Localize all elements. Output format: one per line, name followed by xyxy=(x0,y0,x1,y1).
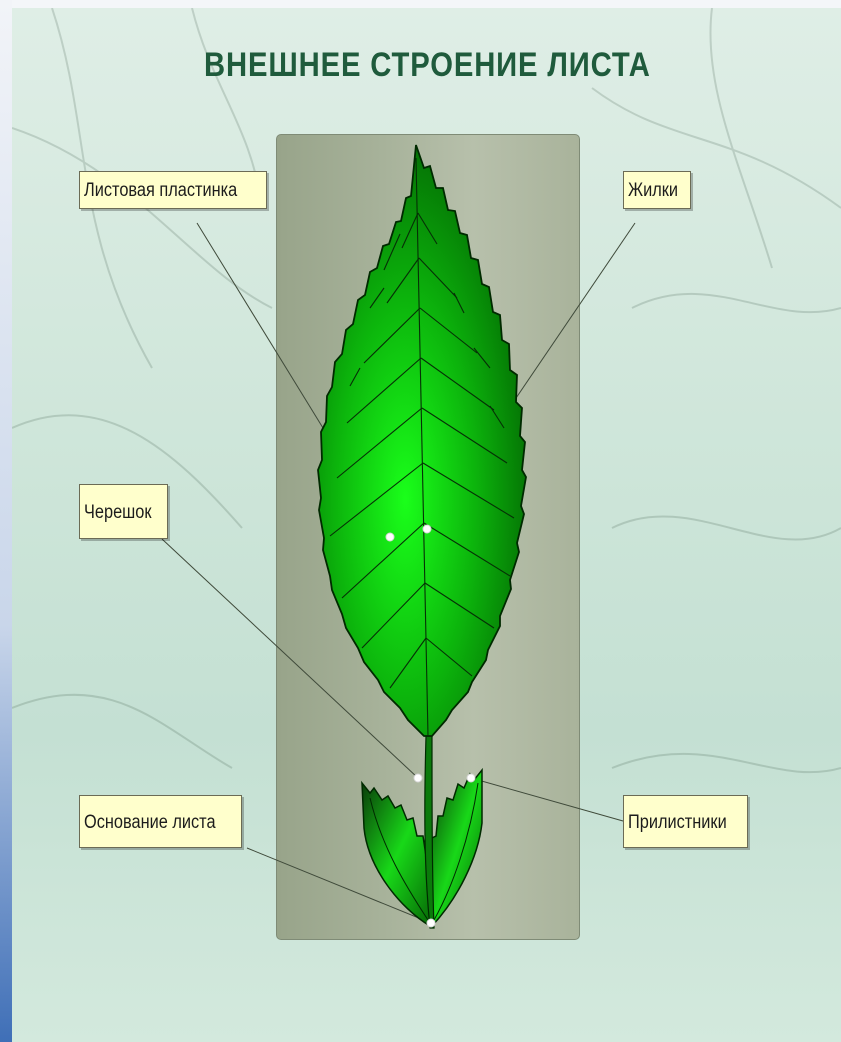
marker-stipules xyxy=(467,774,475,782)
label-veins: Жилки xyxy=(623,171,691,209)
marker-base xyxy=(427,919,435,927)
slide-top-strip xyxy=(12,0,841,8)
marker-veins xyxy=(423,525,431,533)
slide-left-border xyxy=(0,0,12,1042)
marker-blade xyxy=(386,533,394,541)
marker-petiole xyxy=(414,774,422,782)
label-leaf-base: Основание листа xyxy=(79,795,242,848)
label-petiole: Черешок xyxy=(79,484,168,539)
label-leaf-blade: Листовая пластинка xyxy=(79,171,267,209)
slide: ВНЕШНЕЕ СТРОЕНИЕ ЛИСТА xyxy=(12,8,841,1042)
label-stipules: Прилистники xyxy=(623,795,748,848)
